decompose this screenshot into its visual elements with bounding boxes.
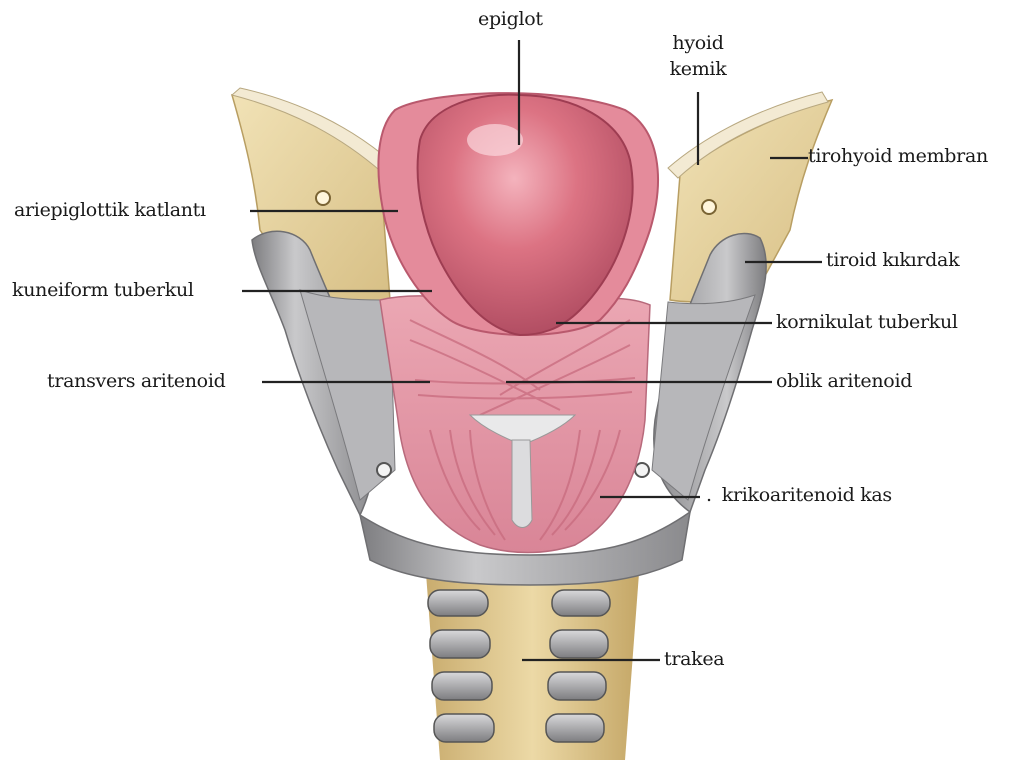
label-transvers-aritenoid: transvers aritenoid — [47, 370, 225, 392]
label-oblik-aritenoid: oblik aritenoid — [776, 370, 912, 392]
label-trakea: trakea — [664, 648, 724, 670]
label-krikoaritenoid-text: krikoaritenoid kas — [722, 484, 892, 506]
label-tiroid-kikirdak: tiroid kıkırdak — [826, 249, 959, 271]
label-kornikulat-tuberkul: kornikulat tuberkul — [776, 311, 958, 333]
label-kuneiform-tuberkul: kuneiform tuberkul — [12, 279, 194, 301]
label-tirohyoid-membran: tirohyoid membran — [808, 145, 988, 167]
label-kemik: kemik — [663, 56, 733, 82]
label-hyoid-kemik: hyoid kemik — [663, 30, 733, 82]
label-epiglot: epiglot — [478, 8, 543, 30]
label-krikoaritenoid-kas: . krikoaritenoid kas — [706, 484, 892, 506]
label-hyoid: hyoid — [663, 30, 733, 56]
label-bullet: . — [706, 484, 712, 506]
label-ariepiglottik-katlanti: ariepiglottik katlantı — [14, 199, 206, 221]
